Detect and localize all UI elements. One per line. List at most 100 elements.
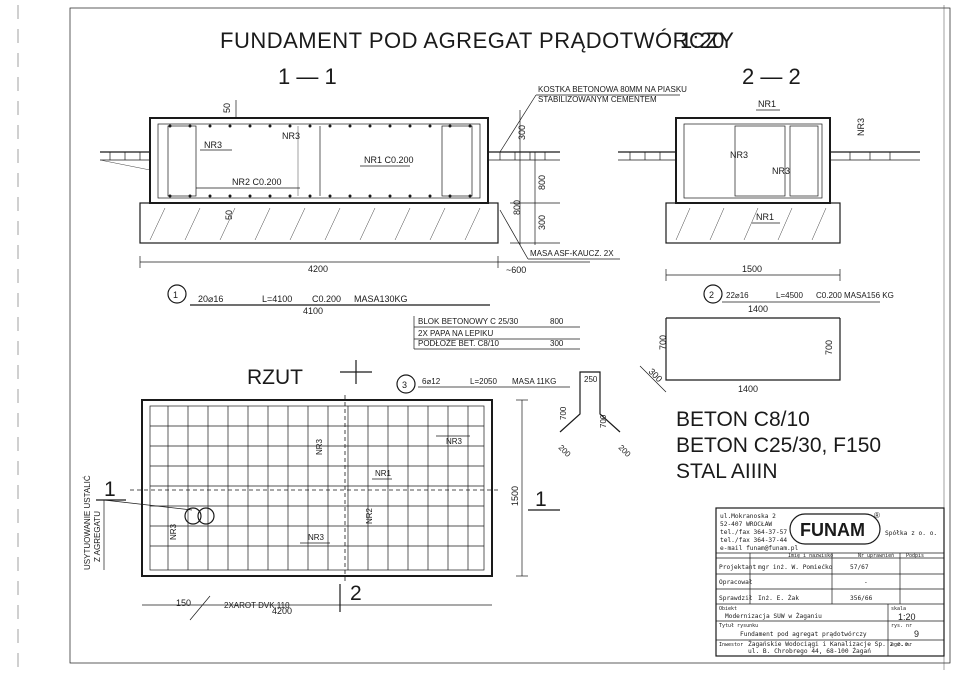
- dim-1500: 1500: [742, 264, 762, 274]
- subbase-layer-2: [665, 202, 841, 244]
- tb-addr-2: 52-407 WROCŁAW: [720, 521, 772, 528]
- bar-2-spec: 22⌀16: [726, 291, 749, 300]
- tb-r-proj-name: mgr inż. W. Pomiećko: [758, 563, 833, 571]
- plan-grid: [150, 406, 484, 570]
- bar-2-spacing: C0.200: [816, 291, 842, 300]
- bar-schedule-1: 1 20⌀16 L=4100 C0.200 MASA130KG 4100: [167, 284, 490, 316]
- tb-company: Spółka z o. o.: [885, 529, 937, 537]
- ground-right: [488, 151, 560, 161]
- bar-2-dim-1400b: 1400: [738, 384, 758, 394]
- tb-inw-1: Żagańskie Wodociągi i Kanalizacje Sp. z …: [748, 639, 912, 648]
- drawing-scale: 1:20: [680, 28, 725, 53]
- bar-3-dim-200b: 200: [617, 443, 633, 459]
- section-1-1: 1 — 1: [99, 64, 687, 275]
- tb-skala-h: skala: [891, 606, 906, 612]
- subbase-hatch: [149, 207, 481, 241]
- tb-inw-h: Inwestor: [719, 642, 743, 648]
- bar-2-dim-1400a: 1400: [748, 304, 768, 314]
- bar-2-marker: [703, 284, 723, 304]
- rebar-cage-2: [683, 123, 823, 199]
- layer-2: 2X PAPA NA LEPIKU: [418, 329, 494, 338]
- layer-3-value: 300: [550, 339, 564, 348]
- section-2-2: 2 — 2 NR1 NR3 NR3 NR1: [618, 64, 920, 281]
- rebar-cage-1: [157, 123, 481, 199]
- plan-dim-1500: 1500: [510, 486, 520, 506]
- dim-600: ~600: [506, 265, 526, 275]
- materials-list: BETON C8/10 BETON C25/30, F150 STAL AIII…: [676, 408, 881, 483]
- tb-rys: 9: [914, 629, 919, 639]
- plan-label-nr3-a: NR3: [315, 438, 324, 455]
- label-nr3-s1: NR3: [204, 140, 222, 150]
- bar-3-length: L=2050: [470, 377, 497, 386]
- bar-2-length: L=4500: [776, 291, 803, 300]
- tb-h-perm: Nr uprawnień: [858, 552, 894, 559]
- plan-section-2-bottom: 2: [350, 582, 362, 605]
- funam-logo-frame: [789, 513, 881, 545]
- subbase-layer-1: [139, 202, 499, 244]
- plan-dim-150: 150: [176, 598, 191, 608]
- tb-addr-1: ul.Mokranoska 2: [720, 513, 776, 520]
- tb-skala: 1:20: [898, 612, 916, 622]
- kostka-note-2: STABILIZOWANYM CEMENTEM: [538, 95, 657, 104]
- bar-3-dim-700b: 700: [599, 414, 608, 428]
- plan-label-nr1: NR1: [375, 469, 392, 478]
- bar-3-mass: MASA 11KG: [512, 377, 556, 386]
- tb-r-proj: Projektant: [719, 564, 757, 571]
- plan-section-1-left: 1: [104, 478, 116, 501]
- tb-r-opr-nr: -: [864, 579, 868, 586]
- dim-4200: 4200: [308, 264, 328, 274]
- bar-3-dim-700a: 700: [559, 406, 568, 420]
- drawing-title: FUNDAMENT POD AGREGAT PRĄDOTWÓRCZY: [220, 28, 734, 53]
- plan-outline: [141, 399, 493, 577]
- side-note-2: Z AGREGATU: [93, 511, 102, 562]
- bar-1-shape-dim: 4100: [303, 306, 323, 316]
- side-note-1: USYTUOWANIE USTALIĆ: [83, 475, 92, 570]
- layer-1-value: 800: [550, 317, 564, 326]
- plan-label: RZUT: [247, 366, 303, 389]
- material-3: STAL AIIIN: [676, 460, 778, 483]
- pocket-left: [167, 125, 197, 197]
- tb-r-proj-nr: 57/67: [850, 564, 869, 571]
- tb-r-opr: Opracował: [719, 579, 753, 586]
- label-nr2-s1: NR2 C0.200: [232, 177, 282, 187]
- label-nr3-s2-a: NR3: [730, 150, 748, 160]
- title-block: ul.Mokranoska 2 52-407 WROCŁAW tel./fax …: [715, 507, 945, 657]
- dim-50-bottom: 50: [224, 210, 234, 220]
- tb-tytul: Fundament pod agregat prądotwórczy: [740, 630, 867, 638]
- rebar-dots-bottom: [168, 194, 472, 198]
- tb-tytul-h: Tytuł rysunku: [719, 623, 758, 629]
- bar-2-number: 2: [709, 290, 714, 300]
- plan-dim-4200: 4200: [272, 606, 292, 616]
- tb-egz-h: egz. nr: [891, 642, 912, 648]
- masa-asf-note: MASA ASF-KAUCZ. 2X: [530, 249, 614, 258]
- label-nr1-s1: NR1 C0.200: [364, 155, 414, 165]
- bar-2-dim-700b: 700: [824, 340, 834, 355]
- pocket-2: [734, 125, 786, 197]
- dim-800a: 800: [537, 175, 547, 190]
- bar-1-spacing: C0.200: [312, 294, 341, 304]
- tb-rys-h: rys. nr: [891, 623, 912, 629]
- dim-300b: 300: [537, 215, 547, 230]
- label-nr3-s2-b: NR3: [772, 166, 790, 176]
- bar-2-dim-300: 300: [647, 366, 665, 384]
- tb-inw-2: ul. B. Chrobrego 44, 68-100 Żagań: [748, 646, 871, 655]
- anchor-bolt-2: [197, 507, 215, 525]
- label-nr1-s2-bot: NR1: [756, 212, 774, 222]
- label-nr1-s2-top: NR1: [758, 99, 776, 109]
- foundation-block-1: [149, 117, 489, 204]
- bar-3-marker: [396, 374, 416, 394]
- tb-obiekt: Modernizacja SUW w Żaganiu: [725, 611, 822, 620]
- bar-1-mass: MASA130KG: [354, 294, 408, 304]
- label-nr3-s1-b: NR3: [282, 131, 300, 141]
- bar-2-mass: MASA156 KG: [844, 291, 894, 300]
- bar-1-length: L=4100: [262, 294, 292, 304]
- bar-3-dim-250: 250: [584, 375, 598, 384]
- plan-label-nr3-c: NR3: [308, 533, 325, 542]
- tb-r-spr: Sprawdził: [719, 595, 753, 602]
- plan-label-nr3-d: NR3: [169, 523, 178, 540]
- bar-3-spec: 6⌀12: [422, 377, 441, 386]
- funam-reg: ®: [874, 511, 880, 520]
- kostka-note-1: KOSTKA BETONOWA 80MM NA PIASKU: [538, 85, 687, 94]
- section-1-label: 1 — 1: [278, 64, 337, 89]
